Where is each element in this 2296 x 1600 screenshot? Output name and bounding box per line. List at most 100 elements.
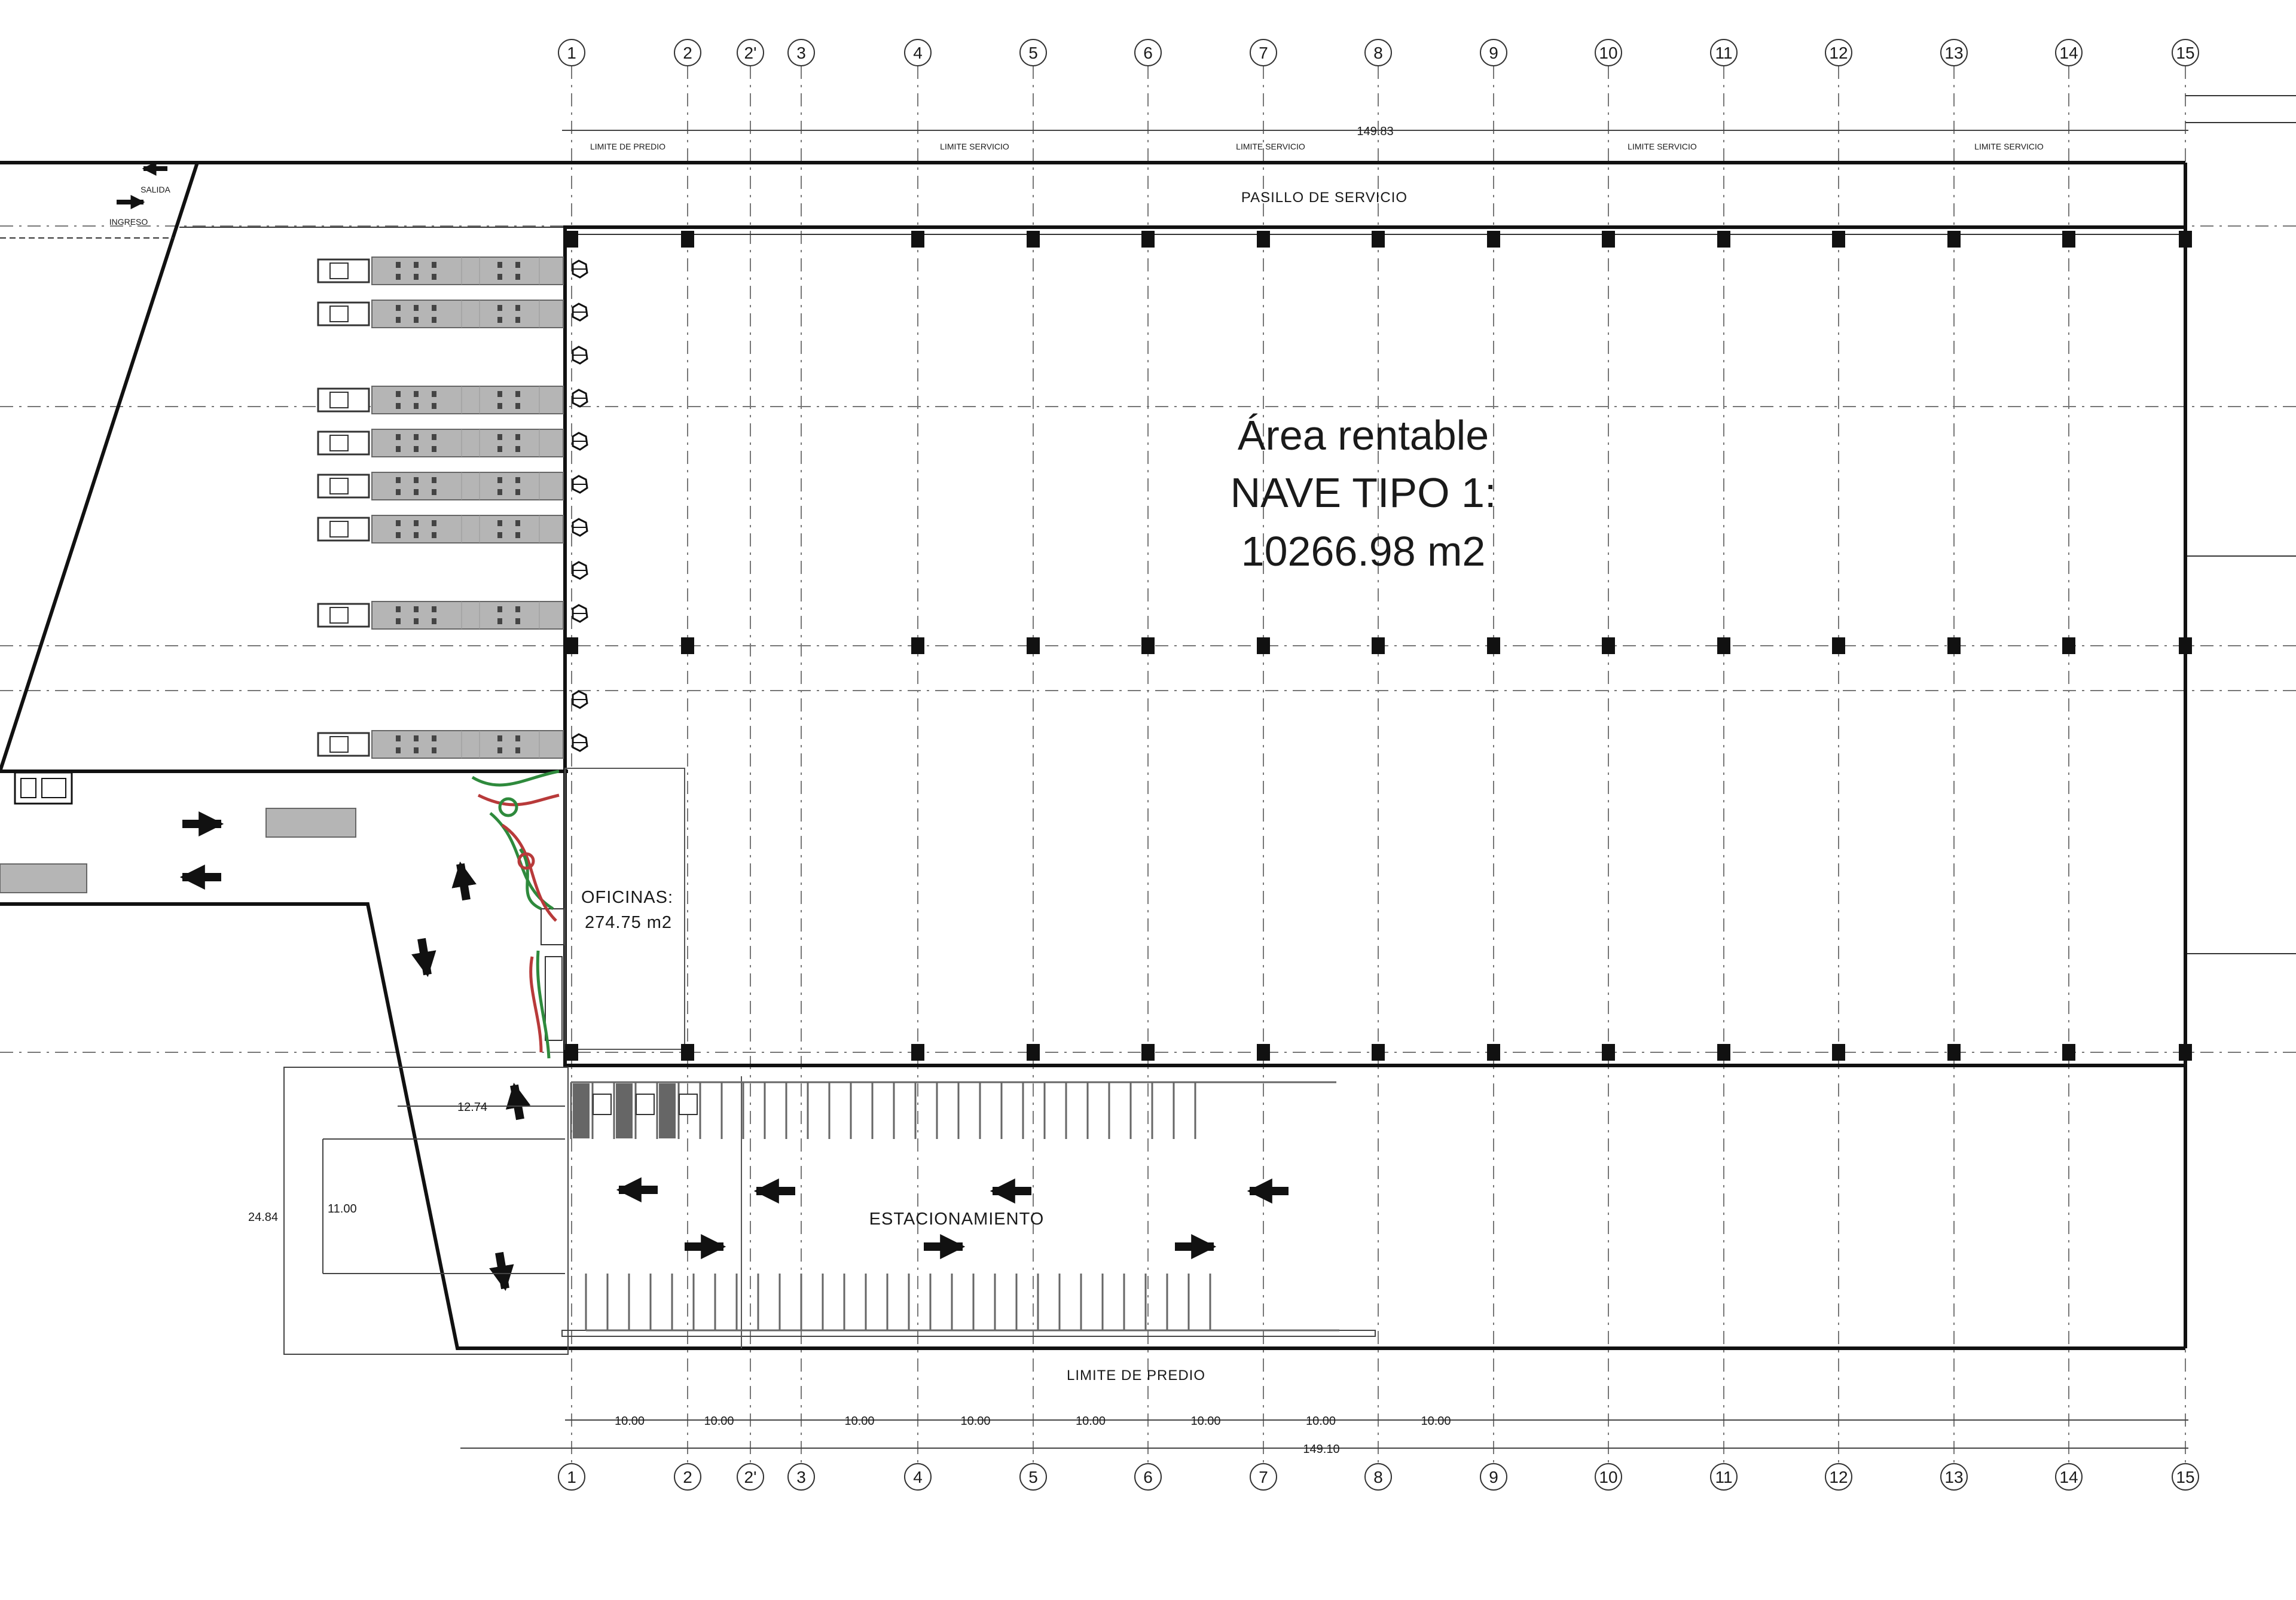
grid-axis-label: 12	[1829, 1468, 1848, 1486]
grid-bubble-bottom-3: 3	[787, 1463, 815, 1491]
bay-dimension: 10.00	[704, 1415, 734, 1428]
grid-axis-label: 4	[913, 44, 923, 62]
column	[681, 637, 694, 654]
grid-bubble-bottom-4: 4	[904, 1463, 932, 1491]
grid-axis-label: 2'	[744, 1468, 757, 1486]
column	[911, 231, 924, 248]
column	[1717, 1044, 1730, 1061]
column	[1141, 231, 1155, 248]
loading-docks	[572, 259, 588, 752]
access-area: SALIDA INGRESO	[0, 185, 356, 893]
column	[1141, 637, 1155, 654]
dock-door-icon	[572, 733, 588, 752]
grid-bubble-bottom-9: 9	[1480, 1463, 1507, 1491]
column	[1372, 637, 1385, 654]
column	[1487, 637, 1500, 654]
grid-bubble-bottom-12: 12	[1825, 1463, 1852, 1491]
truck-icon	[317, 729, 564, 759]
bay-dimension: 10.00	[1190, 1415, 1220, 1428]
parking-stalls-top	[570, 1081, 1336, 1139]
grid-bubble-top-13: 13	[1940, 39, 1968, 66]
dim-24-84: 24.84	[248, 1211, 278, 1224]
landscaping	[471, 770, 560, 1059]
grid-axis-label: 3	[796, 1468, 806, 1486]
grid-axis-label: 5	[1028, 1468, 1038, 1486]
grid-bubble-top-10: 10	[1595, 39, 1622, 66]
grid-axis-label: 15	[2176, 1468, 2194, 1486]
column	[1372, 1044, 1385, 1061]
bay-dimension: 10.00	[615, 1415, 645, 1428]
column	[565, 637, 578, 654]
grid-axis-label: 11	[1715, 1468, 1732, 1486]
grid-axis-label: 9	[1489, 1468, 1498, 1486]
column	[2062, 1044, 2075, 1061]
grid-bubble-bottom-6: 6	[1134, 1463, 1162, 1491]
offices-name: OFICINAS:	[581, 888, 673, 907]
grid-bubble-bottom-1: 2	[674, 1463, 701, 1491]
grid-axis-label: 12	[1829, 44, 1848, 62]
grid-axis-label: 15	[2176, 44, 2194, 62]
dock-door-icon	[572, 432, 588, 451]
grid-axis-label: 6	[1143, 1468, 1153, 1486]
grid-bubble-bottom-2: 2'	[737, 1463, 764, 1491]
column	[1487, 231, 1500, 248]
area-title-line-2: NAVE TIPO 1:	[1231, 469, 1497, 516]
dock-door-icon	[572, 561, 588, 580]
top-limit-label-2: LIMITE SERVICIO	[940, 142, 1009, 151]
column	[681, 1044, 694, 1061]
parking-area: ESTACIONAMIENTO	[283, 1067, 1376, 1355]
column	[1832, 637, 1845, 654]
top-limit-label-3: LIMITE SERVICIO	[1236, 142, 1305, 151]
grid-axis-label: 1	[567, 44, 576, 62]
grid-axis-label: 11	[1715, 44, 1732, 62]
column	[1257, 637, 1270, 654]
dock-door-icon	[572, 346, 588, 365]
grid-bubble-bottom-15: 15	[2172, 1463, 2199, 1491]
structural-columns	[565, 231, 2192, 1061]
top-limit-label-1: LIMITE DE PREDIO	[590, 142, 665, 151]
grid-bubble-top-4: 4	[904, 39, 932, 66]
column	[1027, 1044, 1040, 1061]
grid-bubble-bottom-5: 5	[1019, 1463, 1047, 1491]
grid-bubble-top-9: 9	[1480, 39, 1507, 66]
bay-dimension: 10.00	[1306, 1415, 1336, 1428]
bay-dimension: 10.00	[1076, 1415, 1106, 1428]
grid-bubble-top-3: 3	[787, 39, 815, 66]
bottom-total-dimension: 149.10	[1303, 1443, 1339, 1456]
column	[2062, 637, 2075, 654]
grid-axis-label: 14	[2059, 44, 2078, 62]
dock-door-icon	[572, 389, 588, 408]
grid-axis-label: 13	[1944, 44, 1963, 62]
truck-icon	[317, 385, 564, 415]
column	[1832, 231, 1845, 248]
grid-bubble-top-14: 14	[2055, 39, 2083, 66]
grid-bubble-top-7: 7	[1250, 39, 1277, 66]
column	[1717, 637, 1730, 654]
column	[911, 637, 924, 654]
column	[1027, 637, 1040, 654]
grid-bubble-bottom-0: 1	[558, 1463, 585, 1491]
truck-icon	[317, 299, 564, 329]
column	[1947, 637, 1961, 654]
truck-icon	[317, 256, 564, 286]
grid-bubble-bottom-14: 14	[2055, 1463, 2083, 1491]
dock-door-icon	[572, 604, 588, 623]
grid-bubble-top-15: 15	[2172, 39, 2199, 66]
column	[1602, 637, 1615, 654]
grid-bubble-bottom-8: 8	[1364, 1463, 1392, 1491]
grid-bubble-top-0: 1	[558, 39, 585, 66]
left-dimensions	[283, 1067, 565, 1351]
truck-icon	[317, 600, 564, 630]
docked-trucks	[317, 256, 564, 759]
column	[1487, 1044, 1500, 1061]
column	[2062, 231, 2075, 248]
dock-door-icon	[572, 475, 588, 494]
dim-12-74: 12.74	[457, 1101, 487, 1114]
column	[1947, 1044, 1961, 1061]
accessible-stalls	[573, 1083, 698, 1138]
column	[1372, 231, 1385, 248]
column	[1947, 231, 1961, 248]
column	[2179, 637, 2192, 654]
rentable-area-label: Área rentable NAVE TIPO 1: 10266.98 m2	[1231, 412, 1497, 575]
